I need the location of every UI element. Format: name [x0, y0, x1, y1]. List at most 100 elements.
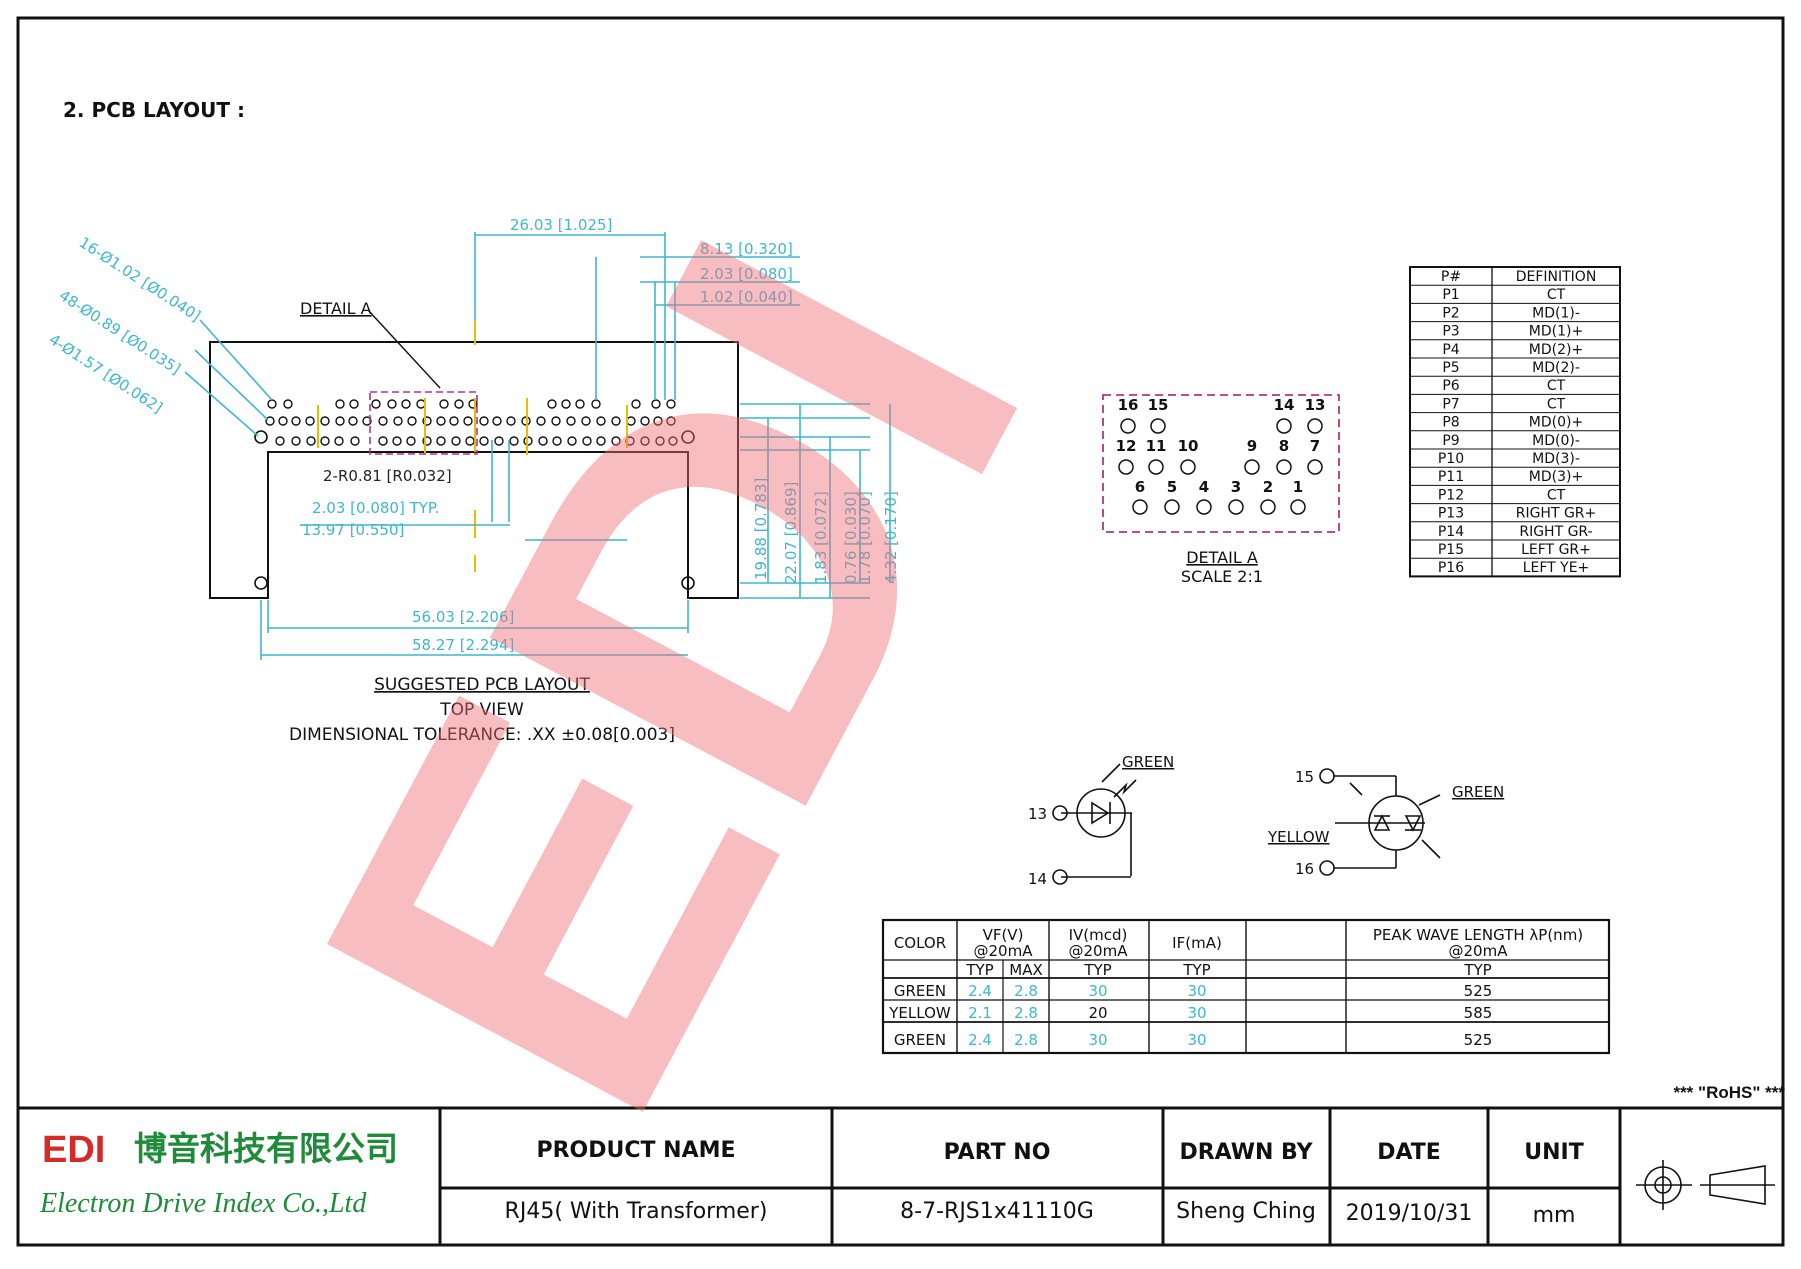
led-table-cell: 525: [1464, 982, 1493, 1000]
dim-radius: 2-R0.81 [R0.032]: [323, 467, 452, 485]
led-table-cell: YELLOW: [888, 1004, 951, 1022]
led-table-cell: 2.4: [968, 1031, 992, 1049]
detail-pin-hole: [1228, 499, 1244, 515]
led-table-header: @20mA: [974, 942, 1034, 960]
pcb-hole: [640, 436, 650, 446]
pcb-hole: [640, 416, 650, 426]
detail-pin-hole: [1164, 499, 1180, 515]
detail-a-leader: [367, 309, 441, 389]
detail-pin-hole: [1118, 459, 1134, 475]
led-table-cell: GREEN: [894, 982, 946, 1000]
mount-hole: [681, 430, 695, 444]
pcb-hole: [596, 416, 606, 426]
dim-2-03: 2.03 [0.080]: [700, 265, 793, 283]
detail-pin-hole: [1290, 499, 1306, 515]
pcb-hole: [291, 436, 301, 446]
detail-pin-hole: [1148, 459, 1164, 475]
pcb-hole: [596, 436, 606, 446]
pcb-hole: [494, 436, 504, 446]
led-symbol-left: [1052, 763, 1137, 885]
led-table-cell: 30: [1187, 1031, 1206, 1049]
pcb-hole: [655, 436, 665, 446]
led-table-header: COLOR: [894, 934, 946, 952]
pcb-hole: [451, 436, 461, 446]
led-table-cell: 2.8: [1014, 1031, 1038, 1049]
pcb-hole: [651, 399, 661, 409]
dim-26-03: 26.03 [1.025]: [510, 216, 612, 234]
detail-a-label: DETAIL A: [300, 299, 372, 318]
third-angle-projection-icon: [1636, 1160, 1775, 1210]
pcb-hole: [387, 399, 397, 409]
detail-pin-hole: [1307, 459, 1323, 475]
detail-pin-number: 2: [1263, 478, 1273, 496]
sheet-border: [16, 16, 1785, 1247]
pin-table-header: P#: [1441, 269, 1461, 285]
pcb-hole: [551, 416, 561, 426]
pcb-hole: [436, 436, 446, 446]
pcb-hole: [468, 399, 478, 409]
pcb-hole: [509, 436, 519, 446]
pcb-hole: [454, 399, 464, 409]
pcb-hole: [278, 416, 288, 426]
detail-scale: SCALE 2:1: [1181, 567, 1263, 586]
led-table-cell: 2.4: [968, 982, 992, 1000]
dim-56-03: 56.03 [2.206]: [412, 608, 514, 626]
pcb-hole: [416, 399, 426, 409]
pcb-hole: [581, 416, 591, 426]
dim-1-78: 1.78 [0.070]: [856, 491, 874, 584]
led-right-pin-b: 16: [1295, 860, 1314, 878]
company-name-en: Electron Drive Index Co.,Ltd: [39, 1188, 367, 1219]
pcb-hole: [552, 436, 562, 446]
led-table-header: PEAK WAVE LENGTH λP(nm): [1373, 926, 1583, 944]
company-logo: EDI: [42, 1129, 105, 1171]
pcb-hole: [479, 416, 489, 426]
pin-table-cell: P15: [1438, 542, 1464, 558]
title-block: [18, 1106, 1783, 1245]
detail-pin-hole: [1120, 418, 1136, 434]
detail-pin-hole: [1196, 499, 1212, 515]
detail-pin-number: 6: [1135, 478, 1145, 496]
led-table-subheader: TYP: [1083, 961, 1111, 979]
pin-table-cell: P14: [1438, 524, 1464, 540]
led-right-yellow: YELLOW: [1267, 828, 1330, 846]
pcb-hole: [306, 436, 316, 446]
led-table-cell: 2.8: [1014, 982, 1038, 1000]
unit-label: UNIT: [1524, 1140, 1583, 1165]
pcb-hole: [449, 416, 459, 426]
dimension-lines: [184, 232, 891, 660]
detail-pin-number: 5: [1167, 478, 1177, 496]
detail-pin-number: 13: [1305, 396, 1326, 414]
led-table-cell: 20: [1088, 1004, 1107, 1022]
detail-pin-number: 7: [1310, 437, 1320, 455]
led-table-cell: 30: [1187, 982, 1206, 1000]
detail-title: DETAIL A: [1186, 548, 1258, 567]
pin-table-cell: MD(2)-: [1532, 360, 1580, 376]
pcb-hole: [350, 436, 360, 446]
led-table-cell: 30: [1088, 1031, 1107, 1049]
detail-pin-hole: [1132, 499, 1148, 515]
pin-table-cell: P8: [1442, 415, 1459, 431]
led-table-subheader: TYP: [1182, 961, 1210, 979]
pcb-hole: [362, 416, 372, 426]
pcb-hole: [492, 416, 502, 426]
detail-pin-number: 12: [1116, 437, 1137, 455]
pcb-hole: [668, 436, 678, 446]
part-no-value: 8-7-RJS1x41110G: [900, 1199, 1094, 1224]
led-right-pin-a: 15: [1295, 768, 1314, 786]
pcb-hole: [436, 416, 446, 426]
led-table-header: VF(V): [983, 926, 1024, 944]
pcb-hole: [393, 416, 403, 426]
pin-table-cell: P1: [1442, 287, 1459, 303]
rohs-mark: *** "RoHS" ***: [1673, 1083, 1785, 1102]
drawn-by-label: DRAWN BY: [1179, 1140, 1313, 1165]
pin-table-cell: LEFT GR+: [1521, 542, 1591, 558]
led-right-green: GREEN: [1452, 783, 1504, 801]
hole-row-top: [265, 399, 676, 426]
detail-pin-hole: [1276, 459, 1292, 475]
pcb-hole: [653, 416, 663, 426]
unit-value: mm: [1533, 1203, 1576, 1228]
pcb-hole: [265, 416, 275, 426]
pin-table-cell: CT: [1547, 396, 1566, 412]
pcb-hole: [305, 416, 315, 426]
pcb-hole: [275, 436, 285, 446]
